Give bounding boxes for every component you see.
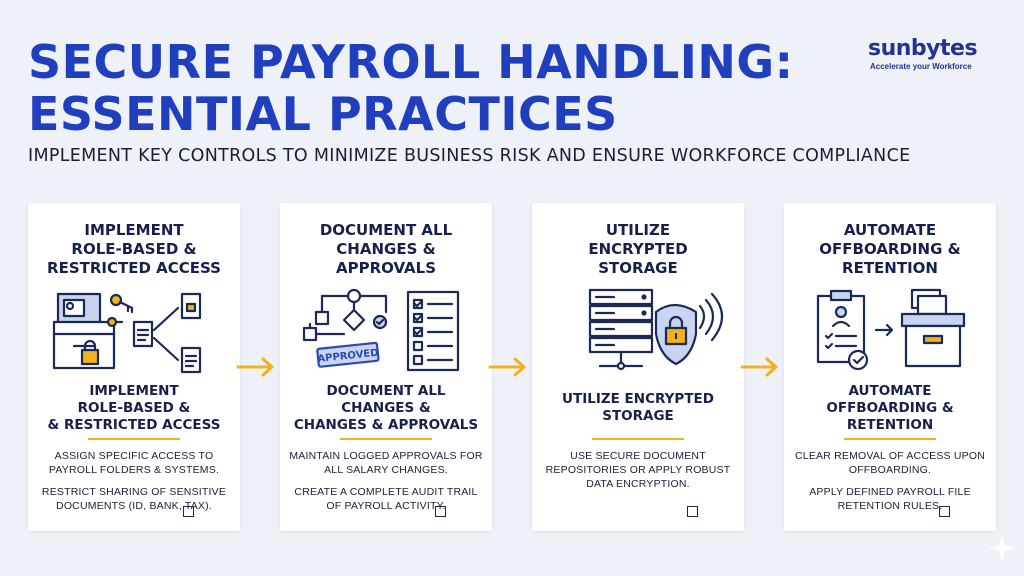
card-heading-line: STORAGE [602, 408, 674, 424]
card-bullet: APPLY DEFINED PAYROLL FILE RETENTION RUL… [809, 486, 971, 512]
card-title: AUTOMATE OFFBOARDING & RETENTION [784, 221, 996, 278]
card-title: DOCUMENT ALL CHANGES & APPROVALS [280, 221, 492, 278]
card-heading-line: ROLE-BASED & [77, 400, 191, 416]
title-line-1: SECURE PAYROLL HANDLING: [28, 35, 794, 89]
encrypted-server-icon [588, 288, 724, 371]
card-heading: AUTOMATE OFFBOARDING & RETENTION [784, 383, 996, 434]
card-title-line: IMPLEMENT [84, 221, 184, 239]
card-heading-line: RETENTION [846, 417, 934, 433]
sparkle-icon [988, 534, 1016, 562]
card-title-line: OFFBOARDING & [819, 240, 961, 258]
page-title: SECURE PAYROLL HANDLING: ESSENTIAL PRACT… [28, 36, 828, 140]
practice-card-access: IMPLEMENT ROLE-BASED & RESTRICTED ACCESS… [28, 203, 240, 531]
logo-tagline: Accelerate your Workforce [870, 62, 972, 71]
card-title-line: UTILIZE [605, 221, 671, 239]
arrow-right-icon [488, 357, 526, 377]
card-heading-line: DOCUMENT ALL [326, 383, 446, 399]
practice-card-approvals: DOCUMENT ALL CHANGES & APPROVALS APPROVE… [280, 203, 492, 531]
card-heading-line: & RESTRICTED ACCESS [47, 417, 221, 433]
practice-card-encryption: UTILIZE ENCRYPTED STORAGE UTILIZE ENCRYP… [532, 203, 744, 531]
sunbytes-logo: sunbytes Accelerate your Workforce [868, 36, 998, 71]
card-title-line: RESTRICTED ACCESS [47, 259, 221, 277]
card-title-line: ENCRYPTED [588, 240, 688, 258]
practice-card-offboarding: AUTOMATE OFFBOARDING & RETENTION AUTOMAT… [784, 203, 996, 531]
checkbox-icon [183, 506, 194, 517]
locked-folders-icon [52, 292, 202, 374]
card-heading: DOCUMENT ALL CHANGES & CHANGES & APPROVA… [280, 383, 492, 434]
card-title: IMPLEMENT ROLE-BASED & RESTRICTED ACCESS [28, 221, 240, 278]
card-heading-line: IMPLEMENT [89, 383, 179, 399]
card-title: UTILIZE ENCRYPTED STORAGE [532, 221, 744, 278]
accent-divider [340, 438, 432, 440]
arrow-right-icon [740, 357, 778, 377]
accent-divider [592, 438, 684, 440]
card-heading-line: CHANGES & APPROVALS [293, 417, 479, 433]
card-title-line: ROLE-BASED & [71, 240, 197, 258]
card-heading: IMPLEMENT ROLE-BASED & & RESTRICTED ACCE… [28, 383, 240, 434]
approval-workflow-icon: APPROVED [302, 288, 460, 372]
card-heading: UTILIZE ENCRYPTED STORAGE [532, 391, 744, 425]
arrow-right-icon [236, 357, 274, 377]
card-title-line: RETENTION [842, 259, 938, 277]
accent-divider [844, 438, 936, 440]
card-bullet: CREATE A COMPLETE AUDIT TRAIL OF PAYROLL… [294, 486, 478, 512]
card-bullet: CLEAR REMOVAL OF ACCESS UPON OFFBOARDING… [795, 450, 985, 476]
card-bullet: USE SECURE DOCUMENT REPOSITORIES OR APPL… [545, 450, 731, 490]
checkbox-icon [435, 506, 446, 517]
card-title-line: APPROVALS [335, 259, 437, 277]
card-title-line: STORAGE [598, 259, 678, 277]
title-line-2: ESSENTIAL PRACTICES [28, 87, 618, 141]
card-title-line: AUTOMATE [843, 221, 937, 239]
offboarding-archive-icon [816, 288, 966, 371]
card-heading-line: OFFBOARDING & [826, 400, 954, 416]
card-bullet: RESTRICT SHARING OF SENSITIVE DOCUMENTS … [41, 486, 227, 512]
logo-wordmark: sunbytes [868, 36, 978, 61]
card-heading-line: UTILIZE ENCRYPTED [562, 391, 714, 407]
card-bullet: ASSIGN SPECIFIC ACCESS TO PAYROLL FOLDER… [48, 450, 220, 476]
page-subtitle: IMPLEMENT KEY CONTROLS TO MINIMIZE BUSIN… [28, 146, 911, 166]
card-heading-line: CHANGES & [341, 400, 431, 416]
checkbox-icon [687, 506, 698, 517]
checkbox-icon [939, 506, 950, 517]
accent-divider [88, 438, 180, 440]
card-bullet: MAINTAIN LOGGED APPROVALS FOR ALL SALARY… [289, 450, 483, 476]
card-heading-line: AUTOMATE [848, 383, 932, 399]
card-title-line: DOCUMENT ALL [319, 221, 453, 239]
card-title-line: CHANGES & [336, 240, 436, 258]
